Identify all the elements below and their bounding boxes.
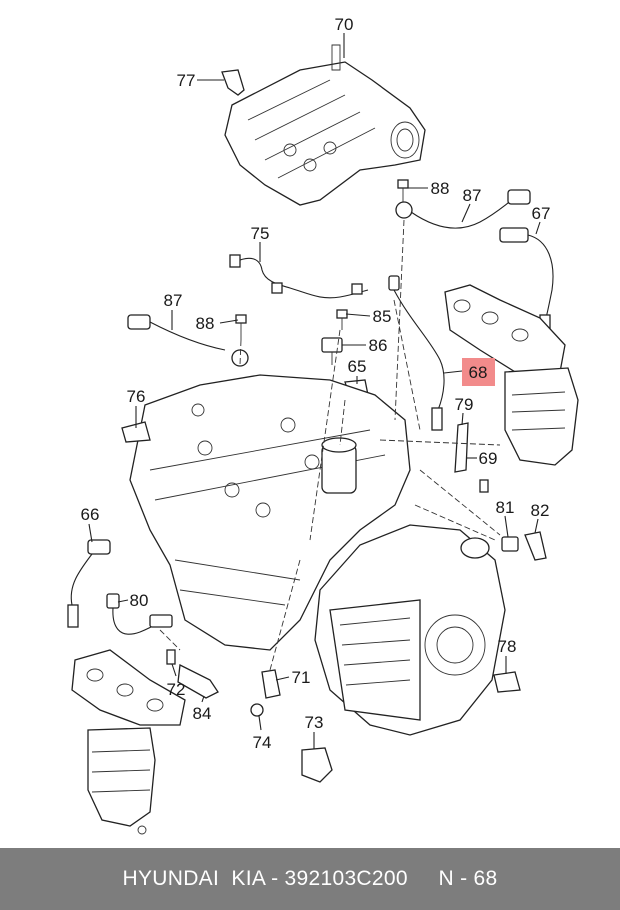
engine-parts-diagram: 70 77 88 87 67 75 87 88 85 86 65 68 76 7… xyxy=(67,15,579,835)
knock-sensor-left xyxy=(127,314,249,367)
callout-66: 66 xyxy=(81,505,100,524)
sensor-86 xyxy=(321,337,343,365)
part-number-footer: HYUNDAI KIA - 392103C200 N - 68 xyxy=(0,848,620,910)
knock-sensor-right xyxy=(395,189,531,229)
callout-86: 86 xyxy=(369,336,388,355)
callout-78: 78 xyxy=(498,637,517,656)
callout-71: 71 xyxy=(292,668,311,687)
callout-87-left: 87 xyxy=(164,291,183,310)
callout-69: 69 xyxy=(479,449,498,468)
oxygen-sensor-80 xyxy=(106,593,173,635)
footer-text: HYUNDAI KIA - 392103C200 N - 68 xyxy=(122,867,498,890)
callout-81: 81 xyxy=(496,498,515,517)
bolt-72 xyxy=(166,649,176,665)
callout-70: 70 xyxy=(335,15,354,34)
bracket-82 xyxy=(524,531,547,561)
bolt-88-top xyxy=(397,179,409,202)
callout-79: 79 xyxy=(455,395,474,414)
bolt-85 xyxy=(336,309,348,330)
bracket-71 xyxy=(261,669,281,699)
bolt-69 xyxy=(479,479,489,493)
callout-74: 74 xyxy=(253,733,272,752)
bracket-79 xyxy=(454,422,469,473)
exhaust-manifold-rear xyxy=(444,284,579,466)
callout-67: 67 xyxy=(532,204,551,223)
callout-88-left: 88 xyxy=(196,314,215,333)
callout-73: 73 xyxy=(305,713,324,732)
callout-80: 80 xyxy=(130,591,149,610)
engine-block xyxy=(129,374,411,651)
oxygen-sensor-66 xyxy=(67,539,111,628)
callout-88-top: 88 xyxy=(431,179,450,198)
exhaust-manifold-front xyxy=(71,649,186,835)
bracket-78 xyxy=(493,671,521,693)
transmission xyxy=(314,524,506,736)
dashed-guide-lines xyxy=(159,219,501,671)
callout-labels: 70 77 88 87 67 75 87 88 85 86 65 68 76 7… xyxy=(81,15,551,752)
callout-87-top: 87 xyxy=(463,186,482,205)
callout-72: 72 xyxy=(167,680,186,699)
sensor-81 xyxy=(501,536,519,552)
callout-77: 77 xyxy=(177,71,196,90)
callout-76: 76 xyxy=(127,387,146,406)
bracket-76 xyxy=(121,421,151,443)
callout-82: 82 xyxy=(531,501,550,520)
wiring-harness-75 xyxy=(229,254,369,299)
bracket-77 xyxy=(221,69,245,96)
sensor-84 xyxy=(177,664,219,699)
bolt-88-left xyxy=(235,314,247,340)
bracket-73 xyxy=(301,747,333,783)
nut-74 xyxy=(250,703,264,717)
intake-manifold xyxy=(224,44,426,206)
oxygen-sensor-68 xyxy=(388,275,445,431)
highlight-box xyxy=(462,358,495,386)
callout-85: 85 xyxy=(373,307,392,326)
callout-84: 84 xyxy=(193,704,212,723)
callout-75: 75 xyxy=(251,224,270,243)
callout-68: 68 xyxy=(469,363,488,382)
callout-65: 65 xyxy=(348,357,367,376)
leader-lines xyxy=(88,33,541,749)
